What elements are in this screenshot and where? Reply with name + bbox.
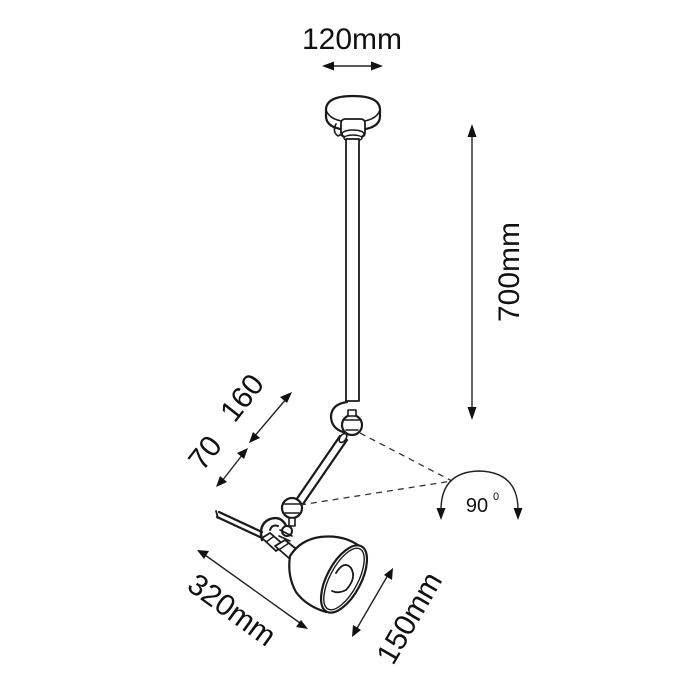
arrow-up-right-icon xyxy=(280,392,292,403)
arm-dim-line-70 xyxy=(221,453,244,482)
angle-ray-lower xyxy=(299,480,453,506)
rotation-angle-indicator: 90 0 xyxy=(299,432,523,520)
rod-length-dimension: 700mm xyxy=(467,124,526,420)
lamp-illustration xyxy=(215,94,382,614)
rotation-angle-degree: 0 xyxy=(493,491,499,503)
arrow-down-icon xyxy=(436,508,446,520)
arrow-left-icon xyxy=(322,61,334,71)
yoke-bracket xyxy=(259,516,293,542)
canopy-width-dimension: 120mm xyxy=(302,23,402,71)
arrow-up-right-icon xyxy=(384,568,393,580)
arrow-up-right-icon xyxy=(237,448,248,459)
arrow-up-left-icon xyxy=(197,550,209,559)
arrow-down-left-icon xyxy=(352,625,361,637)
lower-knuckle-joint xyxy=(280,496,304,527)
ceiling-canopy xyxy=(324,94,382,142)
arrow-down-icon xyxy=(513,508,523,520)
canopy-width-label: 120mm xyxy=(302,23,402,56)
head-length-line xyxy=(204,554,301,624)
arrow-right-icon xyxy=(371,61,383,71)
arm-dimension: 70 160 xyxy=(182,368,292,487)
rotation-angle-value: 90 xyxy=(466,495,488,517)
arrow-down-icon xyxy=(467,407,477,420)
arrow-down-left-icon xyxy=(249,432,260,443)
arm-dim-line-160 xyxy=(252,397,288,439)
bell-shade xyxy=(288,535,369,614)
shade-diameter-label: 150mm xyxy=(370,567,449,670)
shade-diameter-line xyxy=(355,574,389,631)
upper-knuckle-joint xyxy=(329,400,364,437)
arm-segment-2-label: 160 xyxy=(214,368,271,428)
rod-length-label: 700mm xyxy=(493,222,526,322)
arm-segment-1-label: 70 xyxy=(182,430,229,477)
shade-diameter-dimension: 150mm xyxy=(352,567,449,670)
adjustment-handle xyxy=(215,510,264,539)
swing-arm xyxy=(294,432,349,506)
arrow-down-right-icon xyxy=(296,620,308,629)
head-length-label: 320mm xyxy=(181,568,281,654)
drop-rod xyxy=(345,138,360,402)
arrow-up-icon xyxy=(467,124,477,137)
rotation-arc xyxy=(440,470,519,511)
angle-ray-upper xyxy=(359,432,453,482)
arrow-down-left-icon xyxy=(216,476,227,487)
